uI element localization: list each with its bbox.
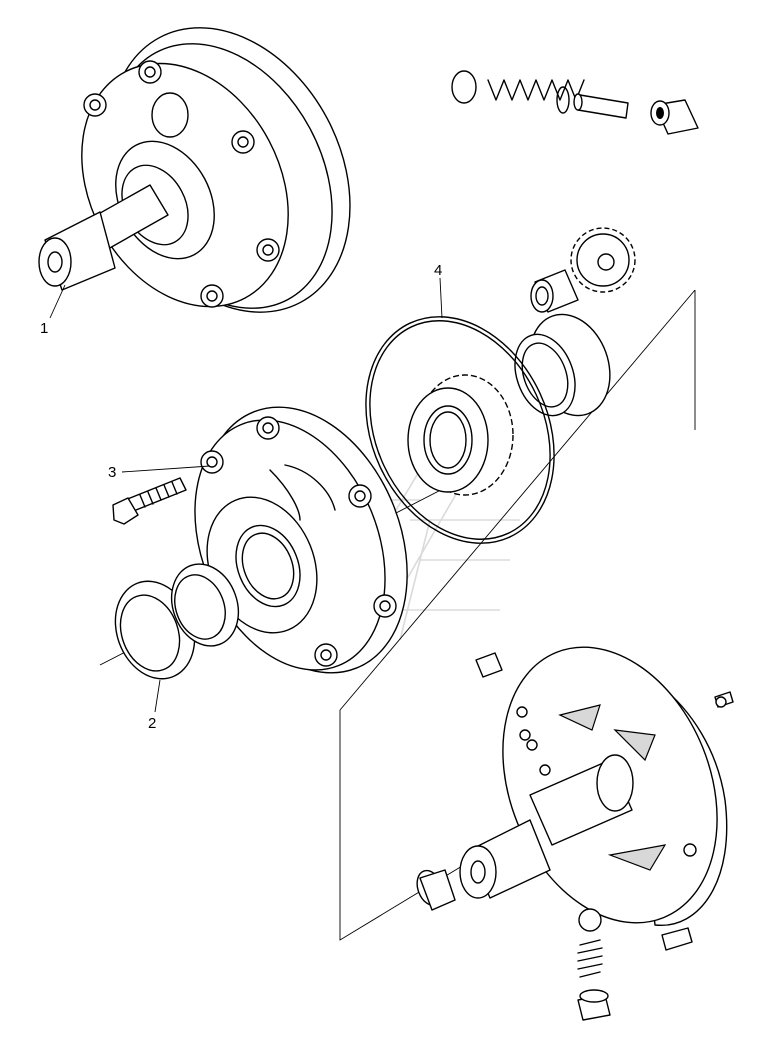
- callout-label-2: 2: [148, 715, 156, 732]
- drive-gear-and-bearing: [530, 227, 636, 313]
- middle-pump-housing: [194, 406, 408, 674]
- part-4-o-ring: [365, 316, 555, 544]
- part-1-front-housing: [38, 27, 351, 313]
- callout-leaders: [49, 277, 443, 713]
- callout-label-3: 3: [108, 464, 116, 481]
- callout-label-4: 4: [434, 262, 442, 279]
- internal-ring-gear: [407, 374, 514, 496]
- rear-plate-assembly: [416, 646, 728, 926]
- part-2-seal-rings: [114, 563, 240, 680]
- callout-label-1: 1: [40, 320, 48, 337]
- small-pins-and-valve: [475, 652, 734, 1021]
- top-spring-assembly: [451, 70, 699, 135]
- part-3-bolt: [112, 477, 187, 525]
- bushing-ring-right: [514, 313, 611, 417]
